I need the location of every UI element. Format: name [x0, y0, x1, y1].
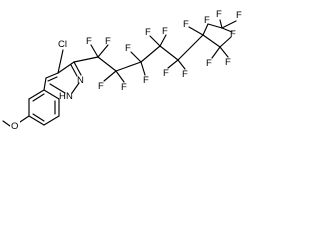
cf2-cf3-bond — [207, 23, 223, 29]
pyrazole-nh-hydrogen-label: H — [59, 91, 66, 102]
fluorine-label-6: F — [143, 75, 149, 86]
fluorine-label-13: F — [206, 58, 212, 69]
pyrazole-n1-c5 — [49, 83, 66, 94]
atom-label-layer: O Cl N H N F F F F F F F F F F F F F F F… — [10, 9, 242, 132]
o-aryl-bond — [19, 115, 30, 123]
pyrazole-nh-label: N — [66, 91, 73, 102]
fluorine-label-8: F — [162, 26, 168, 37]
benzene-double-3 — [32, 113, 45, 122]
fluorine-label-17: F — [236, 10, 242, 21]
benzene-bond-2 — [28, 89, 45, 100]
pyrazole-c4-c3 — [57, 61, 75, 74]
fluorine-label-15: F — [230, 29, 236, 40]
cf-bond-4b — [159, 34, 167, 47]
chain-c2-bond — [97, 56, 117, 72]
fluorine-label-2: F — [105, 36, 111, 47]
fluorine-label-5: F — [125, 43, 131, 54]
cf-bond-1b — [97, 44, 109, 58]
chain-c5-bond — [159, 45, 179, 61]
fluorine-label-14: F — [225, 57, 231, 68]
chain-c1-bond — [73, 56, 99, 63]
cf3-bond-2 — [219, 19, 223, 29]
cf3-bond-4 — [221, 27, 233, 33]
cf-bond-7b — [219, 46, 229, 58]
cf-bond-5a — [167, 59, 179, 69]
fluorine-label-3: F — [98, 81, 104, 92]
cf-bond-4a — [149, 35, 161, 47]
cf3-top-bonds — [207, 19, 237, 33]
fluorine-label-11: F — [183, 19, 189, 30]
fluorine-label-16: F — [216, 9, 222, 20]
cf-bond-5b — [177, 59, 186, 70]
cf-bond-2b — [115, 70, 125, 83]
cf3-bond-1 — [219, 36, 232, 48]
methoxy-oxygen-label: O — [11, 121, 18, 132]
cf-bond-2a — [103, 70, 117, 82]
chlorine-label: Cl — [58, 39, 67, 50]
pyrazole-double-c3-n2 — [70, 64, 78, 77]
chain-c6-bond — [177, 34, 204, 61]
fluorine-label-1: F — [86, 36, 92, 47]
pyrazole-c5-c4 — [45, 72, 59, 79]
chain-c7-bond — [202, 34, 221, 48]
pyrazole-n-label: N — [77, 75, 84, 86]
benzene-bond-3 — [43, 89, 60, 100]
cf-bond-6a — [188, 26, 204, 36]
cf-bond-6b — [202, 23, 209, 36]
phenyl-pyrazole-bond — [43, 77, 47, 91]
bond-layer — [2, 23, 232, 127]
cf-bond-7a — [211, 46, 221, 59]
methyl-o-bond — [2, 120, 11, 127]
fluorine-label-12: F — [204, 15, 210, 26]
benzene-double-1 — [32, 93, 45, 102]
fluorine-label-4: F — [121, 82, 127, 93]
pyrazole-c3-n2 — [73, 61, 82, 76]
fluorine-label-9: F — [163, 68, 169, 79]
cf-bond-3a — [130, 51, 142, 63]
chain-c4-bond — [140, 45, 161, 63]
c4-cl-bond — [57, 49, 64, 74]
fluorine-label-10: F — [182, 69, 188, 80]
benzene-bond-6 — [28, 115, 45, 126]
benzene-bond-5 — [43, 115, 60, 126]
chemical-structure-diagram: O Cl N H N F F F F F F F F F F F F F F F… — [2, 9, 242, 132]
chain-c3-bond — [115, 61, 142, 72]
pyrazole-n2-n1 — [71, 82, 80, 94]
cf3-bond-3 — [221, 20, 237, 29]
pyrazole-double-c4-c5 — [47, 76, 58, 82]
fluorine-label-7: F — [145, 27, 151, 38]
cf-bond-3b — [140, 61, 146, 76]
cf-bond-1a — [90, 44, 99, 58]
